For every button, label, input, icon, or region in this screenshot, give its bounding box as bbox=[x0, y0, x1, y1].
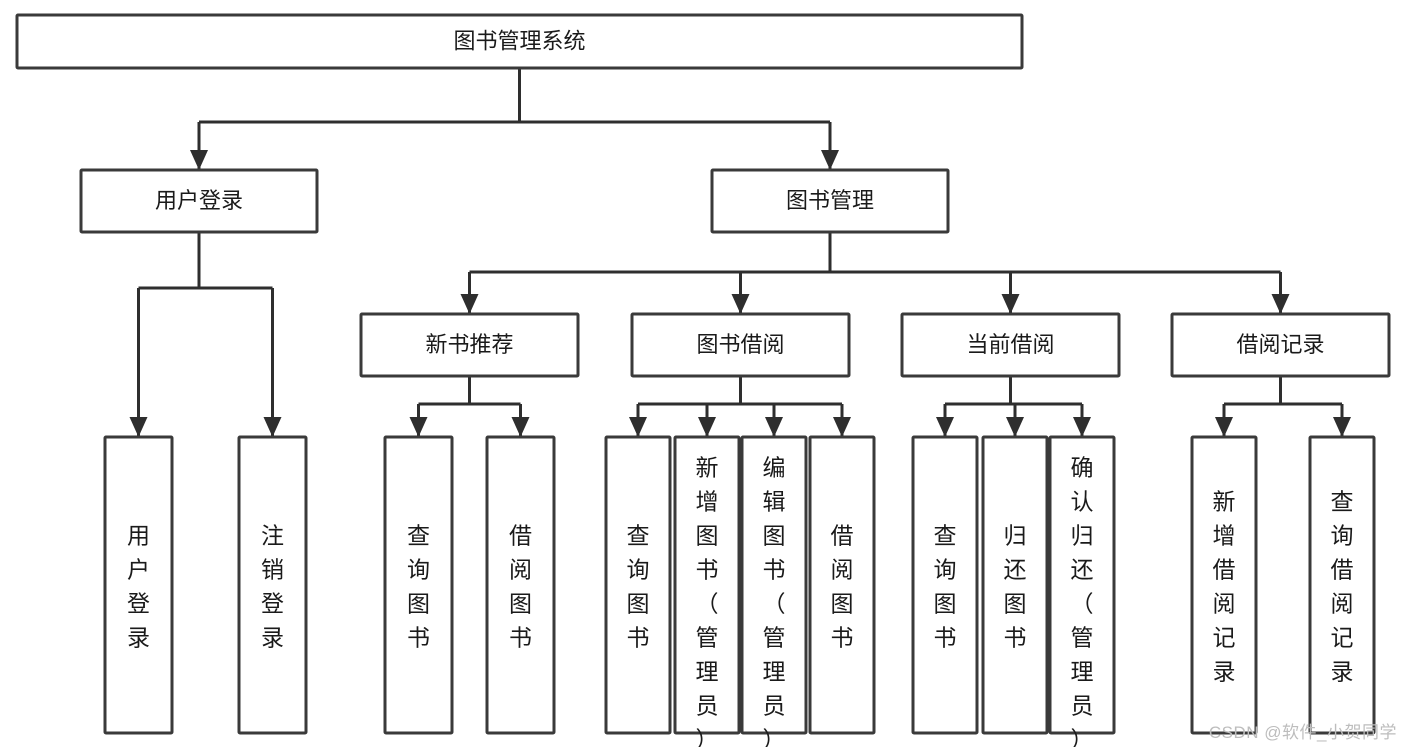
node-l2-用户登录-label: 用户登录 bbox=[155, 188, 243, 213]
node-leaf-1-注销登录-box[interactable] bbox=[237, 435, 308, 735]
arrow-head-icon bbox=[698, 417, 716, 437]
node-l3-借阅记录[interactable]: 借阅记录 bbox=[1170, 312, 1391, 378]
arrow-head-icon bbox=[936, 417, 954, 437]
node-l3-借阅记录-box[interactable] bbox=[1170, 312, 1391, 378]
arrow-head-icon bbox=[129, 417, 148, 437]
node-leaf-4-查询图书-box[interactable] bbox=[604, 435, 672, 735]
arrow-head-icon bbox=[821, 150, 839, 170]
node-l3-图书借阅-box[interactable] bbox=[630, 312, 851, 378]
arrow-head-icon bbox=[833, 417, 851, 437]
node-leaf-8-查询图书[interactable]: 查询图书 bbox=[911, 435, 979, 735]
node-leaf-12-查询借阅记录-box[interactable] bbox=[1308, 435, 1376, 735]
node-leaf-7-借阅图书-box[interactable] bbox=[808, 435, 876, 735]
node-leaf-9-归还图书-label: 归还图书 bbox=[1004, 523, 1027, 651]
node-root-图书管理系统[interactable]: 图书管理系统 bbox=[15, 13, 1024, 70]
node-leaf-12-查询借阅记录[interactable]: 查询借阅记录 bbox=[1308, 435, 1376, 735]
arrow-head-icon bbox=[629, 417, 647, 437]
arrow-head-icon bbox=[511, 417, 530, 437]
node-l2-图书管理-box[interactable] bbox=[710, 168, 950, 234]
node-leaf-7-借阅图书-label: 借阅图书 bbox=[831, 523, 854, 651]
arrow-head-icon bbox=[1271, 294, 1290, 314]
arrow-head-icon bbox=[263, 417, 282, 437]
node-leaf-11-新增借阅记录-box[interactable] bbox=[1190, 435, 1258, 735]
node-l3-当前借阅-label: 当前借阅 bbox=[966, 332, 1054, 357]
node-leaf-4-查询图书[interactable]: 查询图书 bbox=[604, 435, 672, 735]
arrow-head-icon bbox=[460, 294, 479, 314]
node-leaf-6-编辑图书管理员[interactable]: 编辑图书（管理员） bbox=[740, 435, 808, 747]
node-l2-图书管理[interactable]: 图书管理 bbox=[710, 168, 950, 234]
node-l3-借阅记录-label: 借阅记录 bbox=[1236, 332, 1324, 357]
node-l3-新书推荐[interactable]: 新书推荐 bbox=[359, 312, 580, 378]
node-l2-用户登录[interactable]: 用户登录 bbox=[79, 168, 319, 234]
node-leaf-10-确认归还管理员[interactable]: 确认归还（管理员） bbox=[1048, 435, 1116, 747]
node-leaf-3-借阅图书-label: 借阅图书 bbox=[509, 523, 532, 651]
node-root-图书管理系统-label: 图书管理系统 bbox=[453, 28, 585, 53]
node-leaf-4-查询图书-label: 查询图书 bbox=[627, 523, 650, 651]
node-leaf-8-查询图书-label: 查询图书 bbox=[934, 523, 957, 651]
node-leaf-12-查询借阅记录-label: 查询借阅记录 bbox=[1331, 489, 1354, 685]
arrow-head-icon bbox=[1001, 294, 1020, 314]
node-leaf-5-新增图书管理员-label: 新增图书（管理员） bbox=[696, 454, 719, 747]
node-root-图书管理系统-box[interactable] bbox=[15, 13, 1024, 70]
node-l2-图书管理-label: 图书管理 bbox=[786, 188, 874, 213]
node-l3-图书借阅-label: 图书借阅 bbox=[696, 332, 784, 357]
arrow-head-icon bbox=[409, 417, 428, 437]
node-l3-图书借阅[interactable]: 图书借阅 bbox=[630, 312, 851, 378]
node-l3-当前借阅[interactable]: 当前借阅 bbox=[900, 312, 1121, 378]
arrow-head-icon bbox=[1073, 417, 1091, 437]
node-l3-当前借阅-box[interactable] bbox=[900, 312, 1121, 378]
node-leaf-5-新增图书管理员-box[interactable] bbox=[673, 435, 741, 735]
csdn-watermark: CSDN @软件_小贺同学 bbox=[1208, 723, 1397, 742]
node-leaf-9-归还图书-box[interactable] bbox=[981, 435, 1049, 735]
arrow-head-icon bbox=[731, 294, 750, 314]
node-leaf-10-确认归还管理员-box[interactable] bbox=[1048, 435, 1116, 735]
node-leaf-0-用户登录[interactable]: 用户登录 bbox=[103, 435, 174, 735]
node-leaf-7-借阅图书[interactable]: 借阅图书 bbox=[808, 435, 876, 735]
node-leaf-1-注销登录[interactable]: 注销登录 bbox=[237, 435, 308, 735]
node-leaf-11-新增借阅记录-label: 新增借阅记录 bbox=[1213, 489, 1236, 685]
node-leaf-6-编辑图书管理员-box[interactable] bbox=[740, 435, 808, 735]
node-leaf-9-归还图书[interactable]: 归还图书 bbox=[981, 435, 1049, 735]
node-l3-新书推荐-box[interactable] bbox=[359, 312, 580, 378]
node-leaf-2-查询图书-label: 查询图书 bbox=[407, 523, 430, 651]
node-leaf-11-新增借阅记录[interactable]: 新增借阅记录 bbox=[1190, 435, 1258, 735]
node-leaf-1-注销登录-label: 注销登录 bbox=[261, 523, 284, 651]
node-leaf-5-新增图书管理员[interactable]: 新增图书（管理员） bbox=[673, 435, 741, 747]
node-leaf-3-借阅图书[interactable]: 借阅图书 bbox=[485, 435, 556, 735]
node-leaf-0-用户登录-label: 用户登录 bbox=[127, 523, 150, 651]
arrow-head-icon bbox=[1006, 417, 1024, 437]
arrow-head-icon bbox=[1215, 417, 1233, 437]
node-leaf-0-用户登录-box[interactable] bbox=[103, 435, 174, 735]
arrow-head-icon bbox=[765, 417, 783, 437]
node-leaf-10-确认归还管理员-label: 确认归还（管理员） bbox=[1071, 454, 1094, 747]
node-leaf-6-编辑图书管理员-label: 编辑图书（管理员） bbox=[763, 454, 786, 747]
node-leaf-2-查询图书[interactable]: 查询图书 bbox=[383, 435, 454, 735]
arrow-head-icon bbox=[190, 150, 208, 170]
node-leaf-3-借阅图书-box[interactable] bbox=[485, 435, 556, 735]
node-l2-用户登录-box[interactable] bbox=[79, 168, 319, 234]
node-l3-新书推荐-label: 新书推荐 bbox=[425, 332, 513, 357]
arrow-head-icon bbox=[1333, 417, 1351, 437]
node-leaf-2-查询图书-box[interactable] bbox=[383, 435, 454, 735]
node-leaf-8-查询图书-box[interactable] bbox=[911, 435, 979, 735]
diagram-nodes-layer: 图书管理系统用户登录图书管理新书推荐图书借阅当前借阅借阅记录用户登录注销登录查询… bbox=[15, 13, 1391, 747]
connector-edges-layer bbox=[129, 68, 1351, 437]
